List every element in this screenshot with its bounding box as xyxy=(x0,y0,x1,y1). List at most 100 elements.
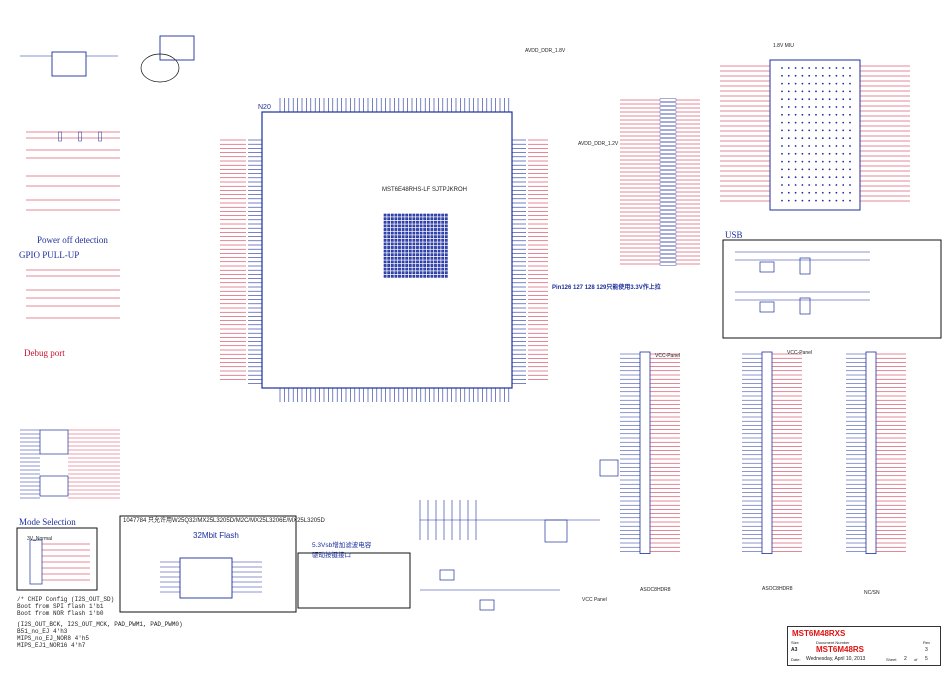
ball xyxy=(815,90,817,93)
ball xyxy=(794,160,797,163)
bga-dot xyxy=(412,242,416,246)
bga-dot xyxy=(441,235,445,239)
bga-dot xyxy=(405,228,409,231)
resistor-pack xyxy=(659,206,677,210)
ball xyxy=(787,67,790,69)
bga-dot xyxy=(401,274,405,278)
bga-dot xyxy=(408,213,412,217)
bga-dot xyxy=(419,217,423,221)
net-ddr-1v2: AVDD_DDR_1.2V xyxy=(578,141,619,147)
ball xyxy=(828,129,831,132)
ball xyxy=(815,137,817,140)
bga-dot xyxy=(426,256,430,260)
bga-dot xyxy=(416,231,419,235)
bga-dot xyxy=(430,264,434,267)
bga-dot xyxy=(408,235,412,239)
bga-dot xyxy=(412,213,416,217)
bga-dot xyxy=(394,238,398,242)
bga-dot xyxy=(441,228,445,231)
bga-dot xyxy=(398,235,401,239)
bga-dot xyxy=(434,224,437,228)
usb-title: USB xyxy=(725,230,743,240)
ball xyxy=(835,90,838,93)
resistor-pack xyxy=(659,250,677,254)
bga-dot xyxy=(423,217,427,221)
clock-chip xyxy=(159,35,195,61)
ball xyxy=(842,82,845,85)
bga-dot xyxy=(405,271,409,275)
ball xyxy=(808,113,811,116)
bga-dot xyxy=(394,220,398,224)
ball xyxy=(781,121,783,124)
ball xyxy=(849,199,851,202)
ball xyxy=(821,74,824,77)
bga-dot xyxy=(398,260,401,264)
bga-dot xyxy=(394,242,398,246)
bga-dot xyxy=(437,231,441,235)
bga-dot xyxy=(419,213,423,217)
bga-dot xyxy=(416,267,419,271)
ball xyxy=(842,137,845,140)
bga-dot xyxy=(426,213,430,217)
bga-dot xyxy=(401,213,405,217)
bga-dot xyxy=(441,260,445,264)
bga-dot xyxy=(426,267,430,271)
ball xyxy=(781,191,783,194)
bga-dot xyxy=(405,249,409,253)
bga-dot xyxy=(383,220,387,224)
connector-a: ASOC8HDR8 xyxy=(640,587,671,593)
bga-dot xyxy=(387,253,391,257)
bga-dot xyxy=(426,274,430,278)
resistor-pack xyxy=(659,114,677,118)
ball xyxy=(787,90,790,93)
bga-dot xyxy=(434,260,437,264)
bga-dot xyxy=(426,264,430,267)
component-box xyxy=(544,519,568,543)
resistor xyxy=(98,131,102,142)
ball xyxy=(842,67,845,69)
bga-dot xyxy=(383,264,387,267)
ball xyxy=(815,152,817,155)
ball xyxy=(849,113,851,116)
bga-dot xyxy=(387,267,391,271)
ball xyxy=(781,184,783,186)
ball xyxy=(842,113,845,116)
bga-dot xyxy=(394,213,398,217)
bga-dot xyxy=(398,217,401,221)
bga-dot xyxy=(434,213,437,217)
flash-chip xyxy=(179,557,233,599)
bga-dot xyxy=(394,228,398,231)
ball xyxy=(835,191,838,194)
net-1v8-miu: 1.8V MIU xyxy=(773,43,794,49)
bga-dot xyxy=(398,220,401,224)
ball xyxy=(815,82,817,85)
gpio-title: GPIO PULL-UP xyxy=(19,250,80,260)
usb-box xyxy=(722,239,942,339)
ball xyxy=(808,191,811,194)
bga-dot xyxy=(430,238,434,242)
bga-dot xyxy=(387,235,391,239)
bga-dot xyxy=(423,213,427,217)
ball xyxy=(821,129,824,132)
bga-dot xyxy=(405,246,409,249)
component-box xyxy=(479,599,495,611)
bga-dot xyxy=(383,260,387,264)
bga-dot xyxy=(419,238,423,242)
bga-dot xyxy=(423,271,427,275)
bga-dot xyxy=(408,271,412,275)
resistor-pack xyxy=(659,98,677,102)
ball xyxy=(808,145,811,147)
bga-dot xyxy=(405,264,409,267)
bga-dot xyxy=(412,228,416,231)
bga-dot xyxy=(441,274,445,278)
bga-dot xyxy=(423,249,427,253)
ball xyxy=(787,145,790,147)
bga-dot xyxy=(426,260,430,264)
resistor-pack xyxy=(659,166,677,170)
bga-dot xyxy=(444,238,448,242)
ball xyxy=(835,82,838,85)
ball xyxy=(781,168,783,171)
bga-dot xyxy=(387,271,391,275)
ball xyxy=(781,67,783,69)
bga-dot xyxy=(416,217,419,221)
